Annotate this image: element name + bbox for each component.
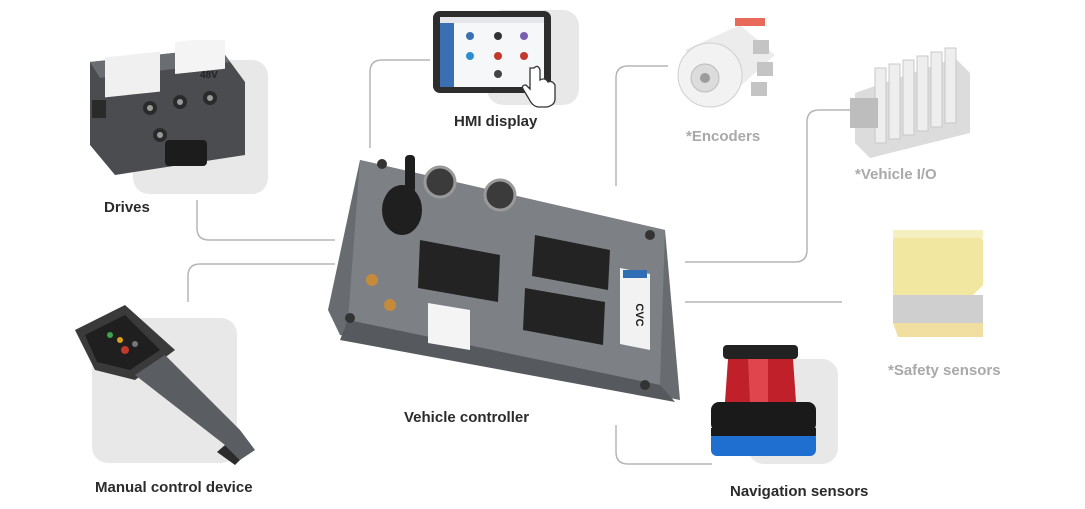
- encoder-image: [677, 18, 775, 108]
- manual-label: Manual control device: [95, 479, 253, 496]
- connector-drives: [196, 200, 335, 241]
- safety-sensor-image: [893, 230, 983, 337]
- connector-encoders: [615, 65, 668, 186]
- drives-label: Drives: [104, 199, 150, 216]
- vehicle-io-image: [850, 47, 970, 158]
- connector-vehicle-io: [685, 109, 850, 263]
- hmi-label: HMI display: [454, 113, 538, 130]
- connector-navigation: [615, 425, 712, 465]
- vehicle-io-label: *Vehicle I/O: [855, 166, 937, 183]
- connector-hmi: [369, 59, 430, 148]
- navigation-label: Navigation sensors: [730, 483, 869, 500]
- drives-voltage-text: 48V: [200, 70, 218, 81]
- vehicle-controller-image: CVC: [328, 155, 680, 402]
- vehicle-controller-label: Vehicle controller: [404, 409, 530, 426]
- manual-control-image: [75, 305, 255, 465]
- drives-image: 48V: [90, 40, 245, 175]
- hmi-display-image: [433, 11, 556, 108]
- navigation-sensor-image: [711, 345, 816, 456]
- connector-manual: [187, 263, 335, 302]
- safety-label: *Safety sensors: [888, 362, 1001, 379]
- controller-badge-text: CVC: [633, 303, 645, 326]
- encoders-label: *Encoders: [686, 128, 761, 145]
